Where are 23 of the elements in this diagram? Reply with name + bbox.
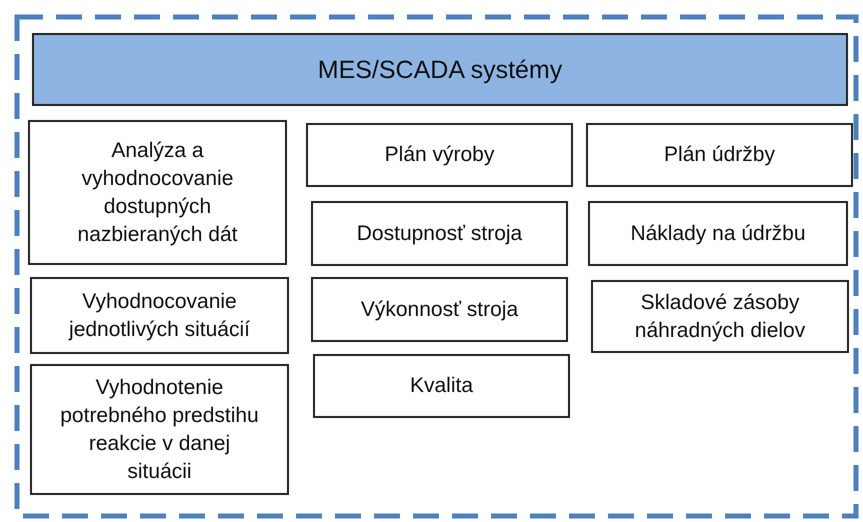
box-label: Výkonnosť stroja xyxy=(360,296,520,322)
text-box xyxy=(591,280,849,353)
text-box xyxy=(30,277,289,354)
text-box xyxy=(306,123,573,187)
header-banner xyxy=(32,33,848,106)
text-box xyxy=(588,201,848,266)
text-box xyxy=(586,123,853,187)
text-box xyxy=(313,354,570,418)
text-box xyxy=(30,364,289,495)
box-label: Náklady na údržbu xyxy=(629,220,807,246)
banner-title: MES/SCADA systémy xyxy=(316,56,564,84)
text-box xyxy=(28,120,287,265)
box-label: Dostupnosť stroja xyxy=(356,220,524,246)
box-label: Plán výroby xyxy=(384,142,496,168)
box-label: Analýza a vyhodnocovanie dostupných nazbieraných dát xyxy=(76,138,238,248)
box-label: Vyhodnocovanie jednotlivých situácií xyxy=(68,288,251,342)
box-label: Skladové zásoby náhradných dielov xyxy=(634,290,806,344)
box-label: Vyhodnotenie potrebného predstihu reakcie v danej situácii xyxy=(59,374,260,484)
text-box xyxy=(311,201,568,266)
box-label: Kvalita xyxy=(408,373,474,399)
text-box xyxy=(311,277,568,342)
dashed-frame xyxy=(14,14,859,519)
box-label: Plán údržby xyxy=(663,142,776,168)
